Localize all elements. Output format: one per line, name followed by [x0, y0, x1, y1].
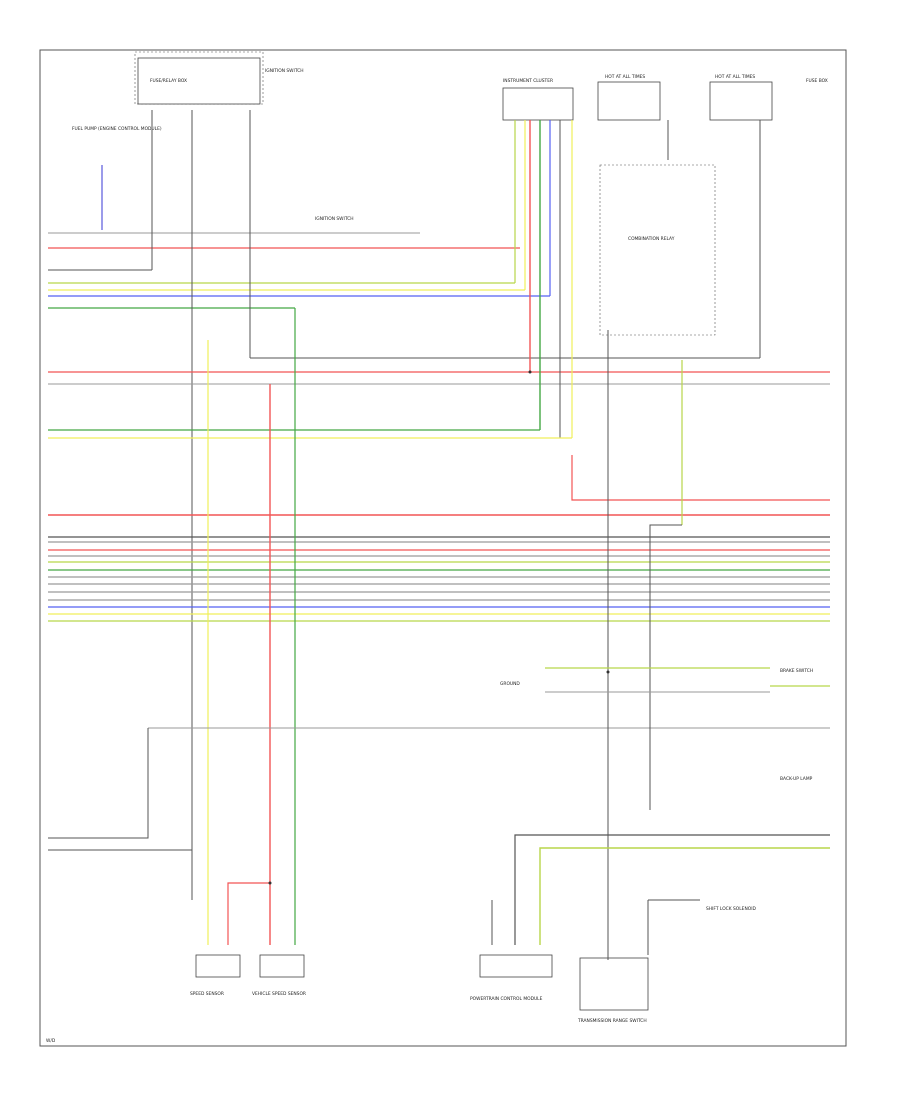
wire-dark-838 [48, 728, 149, 839]
relay-left-label: HOT AT ALL TIMES [605, 74, 645, 80]
pcm-box [479, 954, 553, 978]
ground-label: GROUND [500, 681, 520, 687]
wire-red-branch [227, 882, 270, 945]
relay-right [709, 81, 773, 121]
instrument-connector-label: INSTRUMENT CLUSTER [503, 78, 553, 84]
speed-sensor-box [195, 954, 241, 978]
footer-code: W/D [46, 1038, 56, 1044]
diagram-frame [39, 49, 847, 1047]
combination-relay-outline [599, 164, 716, 336]
splice-dot-1 [268, 881, 272, 885]
ignition-switch-label: IGNITION SWITCH [265, 68, 304, 74]
splice-dot-3 [606, 670, 610, 674]
pcm-label: POWERTRAIN CONTROL MODULE [470, 996, 543, 1002]
fuse-box-label: FUSE/RELAY BOX [150, 78, 187, 84]
splice-dot-2 [528, 370, 532, 374]
vss-label: VEHICLE SPEED SENSOR [252, 991, 306, 997]
wire-pcm-yg [539, 847, 830, 945]
wire-dark-right [649, 524, 682, 810]
wire-group [48, 110, 830, 960]
wire-red-500 [571, 455, 830, 501]
relay-left [597, 81, 661, 121]
instrument-connector [502, 87, 574, 121]
shift-lock-label: SHIFT LOCK SOLENOID [706, 906, 756, 912]
backup-lamp-label: BACK-UP LAMP [780, 776, 813, 782]
fuse-box [137, 57, 261, 105]
trs-label: TRANSMISSION RANGE SWITCH [577, 1018, 647, 1024]
mid-switch-label: IGNITION SWITCH [315, 216, 354, 222]
fuse-box-note: FUSE BOX [806, 78, 828, 84]
speed-sensor-label: SPEED SENSOR [190, 991, 224, 997]
combination-relay-label: COMBINATION RELAY [628, 236, 675, 242]
vss-box [259, 954, 305, 978]
brake-switch-label: BRAKE SWITCH [780, 668, 813, 674]
trs-box [579, 957, 649, 1011]
fuel-pump-note: FUEL PUMP (ENGINE CONTROL MODULE) [72, 126, 162, 132]
wire-pcm-dark [514, 834, 830, 945]
relay-right-label: HOT AT ALL TIMES [715, 74, 755, 80]
